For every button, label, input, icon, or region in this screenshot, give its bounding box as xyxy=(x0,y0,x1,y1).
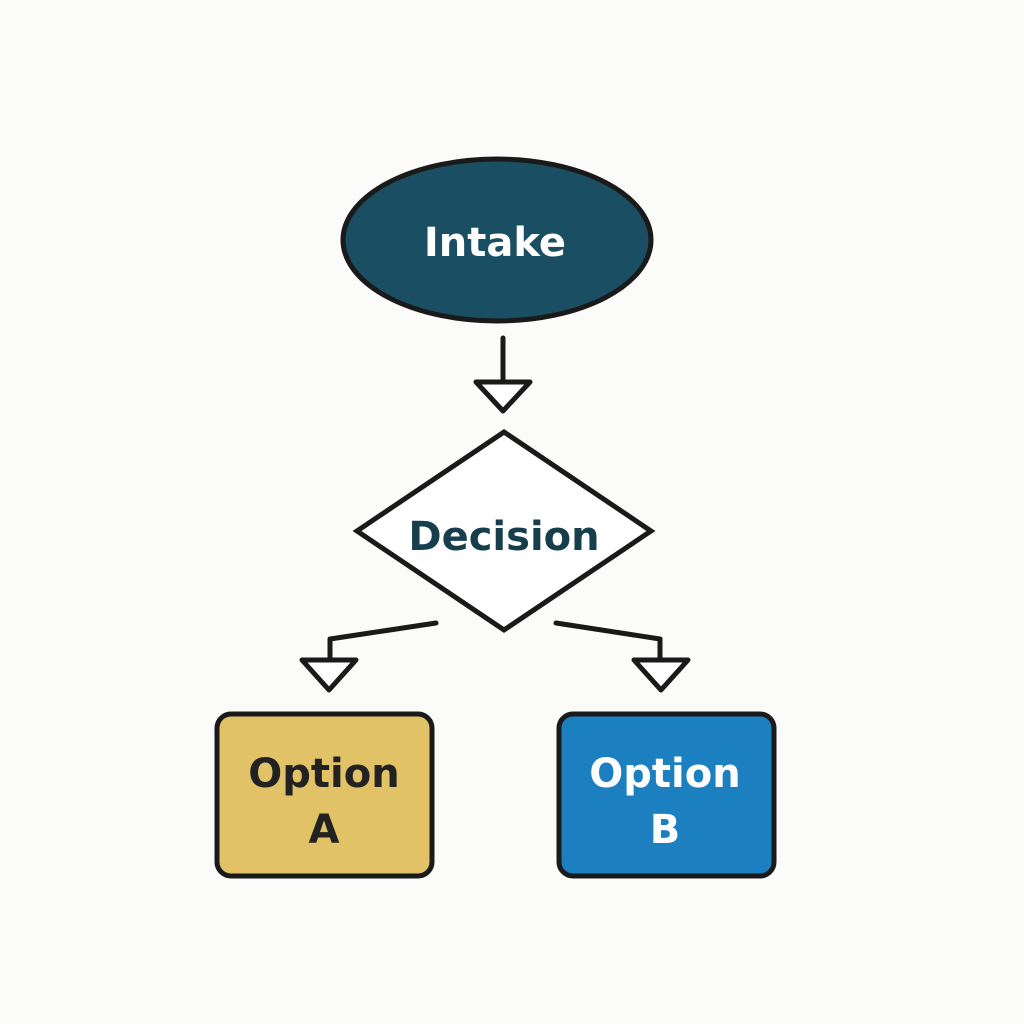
option-b-label-line1: Option xyxy=(589,751,740,797)
intake-ellipse xyxy=(340,156,654,324)
option-a-box xyxy=(214,711,435,879)
intake-node: Intake xyxy=(340,156,654,324)
option-b-box xyxy=(556,711,777,879)
intake-label: Intake xyxy=(424,220,566,266)
decision-label: Decision xyxy=(408,514,599,560)
edge-intake-decision xyxy=(473,335,533,414)
edge-line xyxy=(553,620,663,663)
decision-node: Decision xyxy=(352,428,656,634)
option-a-label-line2: A xyxy=(309,807,340,853)
arrowhead-down-icon xyxy=(299,657,359,693)
edge-decision-option-b xyxy=(553,620,691,693)
option-b-node: Option B xyxy=(556,711,777,879)
decision-diamond xyxy=(352,428,656,634)
edge-decision-option-a xyxy=(299,620,439,693)
edge-line xyxy=(327,620,439,663)
option-a-label-line1: Option xyxy=(248,751,399,797)
arrowhead-down-icon xyxy=(631,657,691,693)
option-a-node: Option A xyxy=(214,711,435,879)
option-b-label-line2: B xyxy=(650,807,681,853)
arrowhead-down-icon xyxy=(473,379,533,414)
